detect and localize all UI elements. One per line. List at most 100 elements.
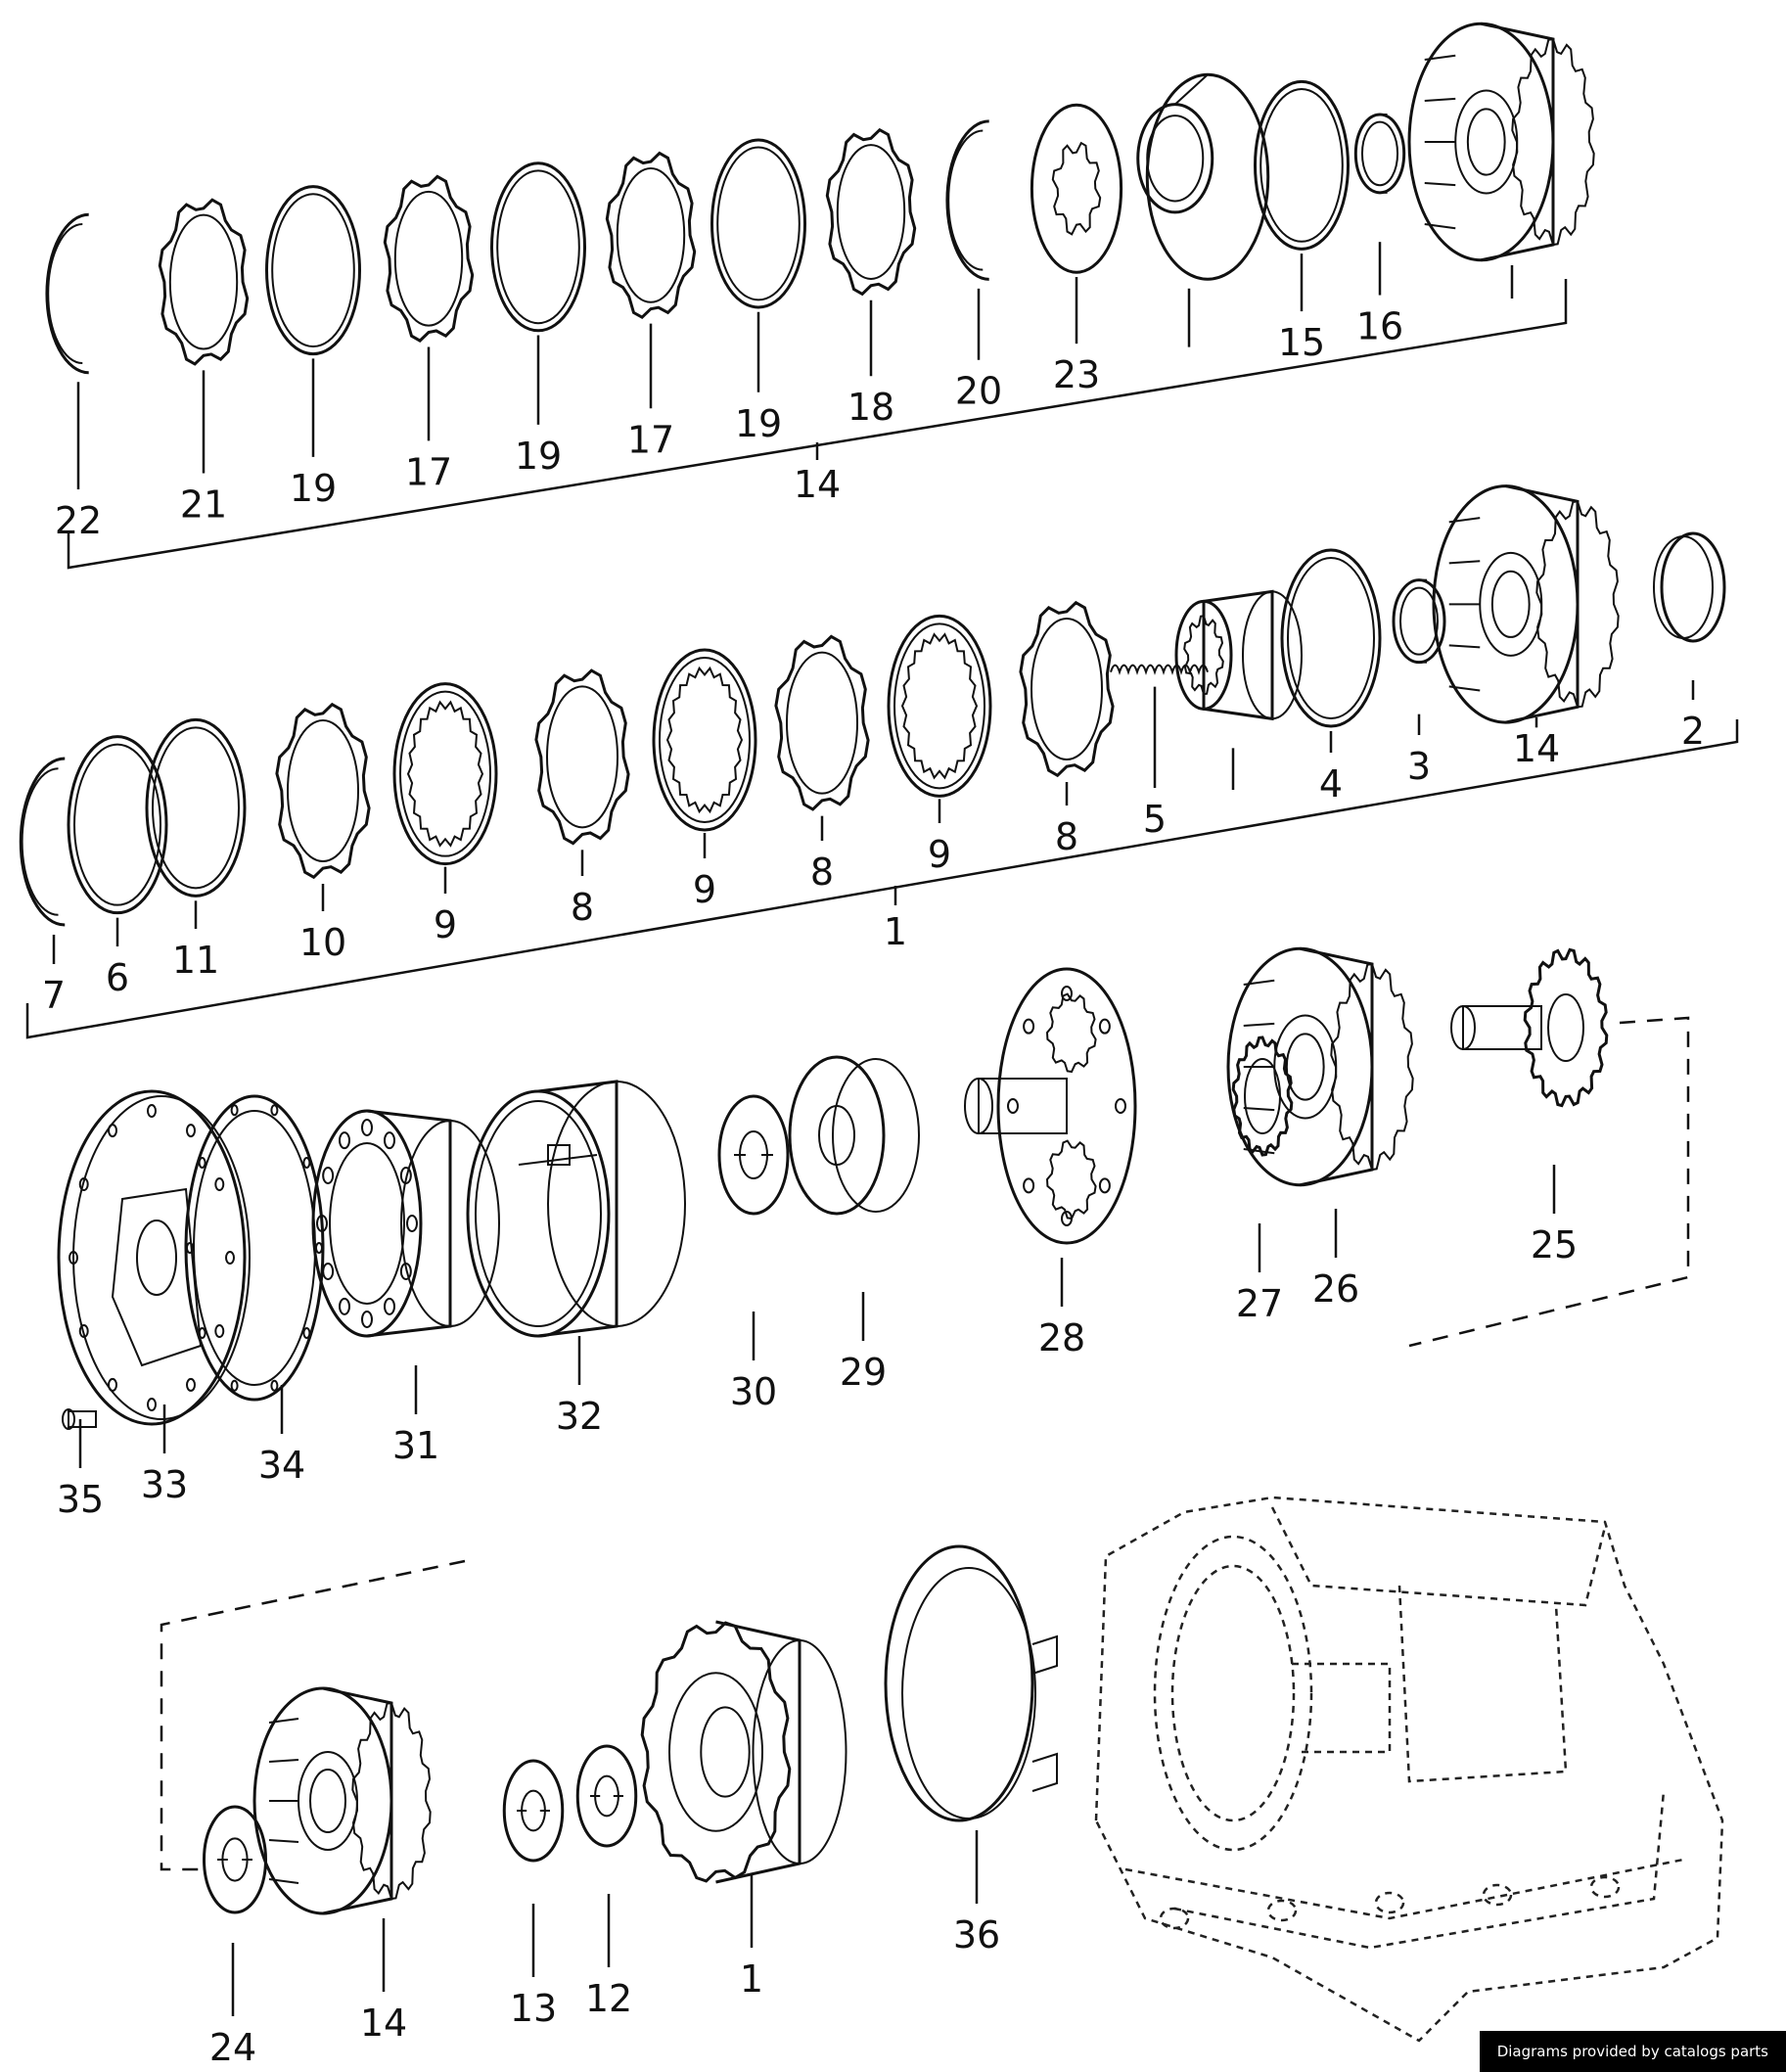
callout-8: 8 — [571, 886, 594, 929]
callout-17: 17 — [405, 450, 452, 493]
callout-group-1: 1 — [884, 910, 907, 953]
part-23-spring — [1030, 103, 1123, 274]
callout-35: 35 — [57, 1478, 104, 1521]
part-9-frictionplate — [392, 682, 498, 866]
callout-25: 25 — [1531, 1223, 1578, 1266]
part-8-steelplate — [1019, 600, 1115, 778]
part-12-tabwasher — [575, 1744, 638, 1848]
part-16-seal — [1353, 113, 1406, 195]
part-14-drum — [252, 1686, 432, 1915]
part-3-seal — [1392, 578, 1446, 665]
callout-23: 23 — [1053, 353, 1100, 396]
bracket-group-1 — [25, 719, 1739, 1039]
part-2-bushing — [1653, 531, 1726, 643]
dashed-assembly-line-upper — [1408, 1016, 1690, 1348]
part-25-shaft — [1450, 947, 1609, 1108]
part-11-ring — [145, 717, 247, 898]
part-29-washers — [788, 1055, 920, 1216]
callout-14: 14 — [1513, 727, 1560, 770]
callout-8: 8 — [810, 851, 834, 894]
callout-19: 19 — [735, 402, 782, 445]
callout-2: 2 — [1681, 710, 1705, 753]
part-1-clutchassy — [640, 1620, 847, 1884]
callout-19: 19 — [515, 435, 562, 478]
callout-3: 3 — [1407, 745, 1431, 788]
part-4-ring — [1280, 548, 1382, 728]
callout-9: 9 — [434, 903, 457, 946]
callout-5: 5 — [1143, 798, 1167, 841]
part-18-steelplate — [825, 127, 917, 297]
part-8-steelplate — [534, 668, 630, 846]
part-9-frictionplate — [652, 648, 757, 832]
callout-6: 6 — [106, 956, 129, 999]
callout-27: 27 — [1236, 1282, 1283, 1325]
part-36-band — [884, 1544, 1058, 1822]
callout-9: 9 — [928, 833, 951, 876]
part-33-cover — [57, 1089, 251, 1426]
part-9-frictionplate — [887, 614, 992, 798]
callout-12: 12 — [585, 1977, 632, 2020]
part-17-steelplate — [605, 151, 697, 320]
part-35-screw — [62, 1408, 97, 1430]
part-13-tabwasher — [502, 1759, 565, 1863]
callout-30: 30 — [730, 1370, 777, 1413]
credit-banner: Diagrams provided by catalogs parts — [1479, 2031, 1786, 2072]
bracket-group-14 — [67, 279, 1568, 570]
callout-36: 36 — [953, 1913, 1000, 1957]
part-19-ring — [265, 185, 361, 356]
part-19-ring — [710, 138, 806, 309]
callout-29: 29 — [840, 1351, 887, 1394]
leader-lines — [52, 242, 1695, 2016]
callout-31: 31 — [392, 1424, 439, 1467]
callout-33: 33 — [141, 1463, 188, 1506]
part-31-bearing — [311, 1109, 500, 1338]
callout-32: 32 — [556, 1395, 603, 1438]
part-8-steelplate — [774, 634, 870, 811]
group-brackets — [25, 279, 1739, 1871]
part-5-coilspring — [1110, 664, 1209, 675]
callout-4: 4 — [1319, 762, 1343, 806]
callout-28: 28 — [1038, 1316, 1085, 1359]
callout-9: 9 — [693, 868, 716, 911]
part-14-drum — [1432, 484, 1620, 724]
callout-24: 24 — [209, 2026, 256, 2069]
callout-10: 10 — [299, 921, 346, 964]
callout-18: 18 — [847, 386, 894, 429]
part-10-steelplate — [275, 702, 371, 880]
transmission-case-ghost — [1094, 1496, 1724, 2043]
part-32-ringgear — [466, 1080, 686, 1338]
part-28-carrier — [964, 967, 1137, 1245]
dashed-assembly-line-lower — [160, 1559, 466, 1871]
callout-26: 26 — [1312, 1267, 1359, 1311]
parts-layer — [19, 22, 1726, 1915]
callout-13: 13 — [510, 1987, 557, 2030]
part-30-tabwasher — [717, 1094, 790, 1216]
callout-11: 11 — [172, 939, 219, 982]
part-unlabeled-drum — [1407, 22, 1595, 262]
part-7-snapring — [19, 757, 66, 927]
callout-34: 34 — [258, 1444, 305, 1487]
part-17-steelplate — [383, 174, 475, 343]
callout-22: 22 — [55, 499, 102, 542]
part-15-ring — [1254, 79, 1350, 251]
part-21-steelplate — [158, 198, 250, 366]
callout-group-14: 14 — [794, 463, 841, 506]
callout-14: 14 — [360, 2002, 407, 2045]
callout-17: 17 — [627, 418, 674, 461]
part-26-drum — [1226, 946, 1414, 1187]
part-19-ring — [490, 161, 586, 333]
callout-21: 21 — [180, 483, 227, 526]
callout-20: 20 — [955, 370, 1002, 413]
callout-15: 15 — [1278, 321, 1325, 364]
callout-16: 16 — [1356, 305, 1403, 348]
callout-1: 1 — [740, 1957, 763, 2001]
part-unlabeled-hub — [1174, 589, 1303, 721]
part-20-snapring — [945, 119, 989, 281]
part-unlabeled-piston — [1136, 72, 1270, 281]
transmission-housing-outline — [1094, 1496, 1724, 2043]
part-22-snapring — [45, 212, 89, 375]
callout-7: 7 — [42, 974, 66, 1017]
part-34-gasket — [184, 1094, 325, 1402]
